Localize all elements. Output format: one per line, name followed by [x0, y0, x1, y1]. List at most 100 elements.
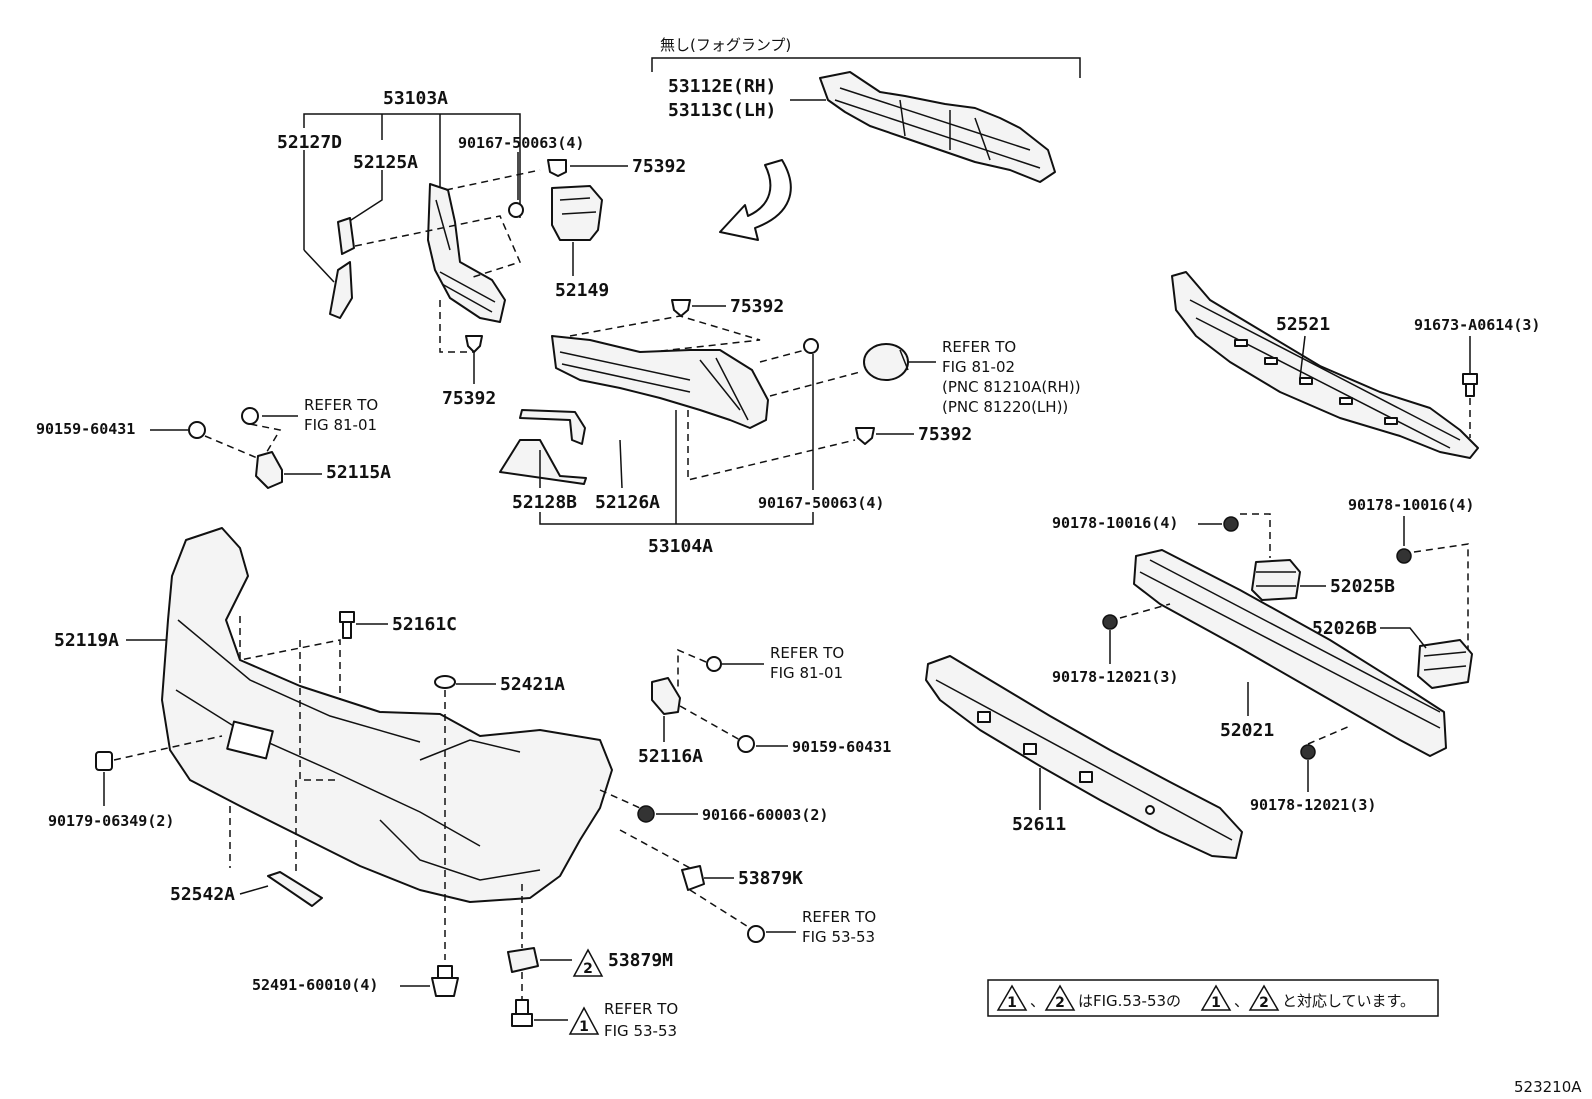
clip-82-right[interactable] [706, 656, 722, 672]
ref-53-53-a-line1[interactable]: REFER TO [802, 908, 876, 926]
screw-90159-right[interactable] [737, 735, 755, 753]
label-52421A: 52421A [500, 674, 565, 695]
reinforcement-52021[interactable] [1133, 549, 1447, 757]
clip-90179[interactable] [95, 751, 113, 771]
fog-lamp-socket[interactable] [863, 343, 909, 381]
bumper-cover-52119A[interactable] [161, 527, 613, 903]
label-53103A: 53103A [383, 88, 448, 109]
bracket-52026B[interactable] [1417, 639, 1473, 689]
retainer-52115A[interactable] [255, 451, 283, 489]
label-52128B: 52128B [512, 492, 577, 513]
ref-53-53-a-line2[interactable]: FIG 53-53 [802, 928, 875, 946]
label-52611: 52611 [1012, 814, 1066, 835]
ref-81-01-a-line1[interactable]: REFER TO [304, 396, 378, 414]
legend-note-box: 1 、 2 はFIG.53-53の 1 、 2 と対応しています。 [987, 979, 1439, 1017]
seal-52126A[interactable] [519, 409, 586, 445]
label-75392-b: 75392 [730, 296, 784, 317]
clip-90167-top[interactable] [508, 202, 524, 218]
ref-81-02-line1[interactable]: REFER TO [942, 338, 1016, 356]
bolt-91673[interactable] [1462, 373, 1478, 397]
clip-90167-mid[interactable] [803, 338, 819, 354]
label-75392-a: 75392 [632, 156, 686, 177]
pad-52421A[interactable] [434, 675, 456, 689]
seal-52127D[interactable] [329, 261, 353, 319]
label-90167-top: 90167-50063(4) [458, 134, 584, 152]
ref-53-53-b-line1[interactable]: REFER TO [604, 1000, 678, 1018]
label-52491: 52491-60010(4) [252, 976, 378, 994]
absorber-52611[interactable] [925, 655, 1243, 859]
seal-52542A[interactable] [267, 871, 323, 907]
label-52021: 52021 [1220, 720, 1274, 741]
grille-cover-53112E[interactable] [819, 71, 1056, 183]
legend-tail-text: と対応しています。 [1282, 992, 1415, 1010]
nut-53879M[interactable] [507, 947, 539, 973]
ref-81-01-b-line1[interactable]: REFER TO [770, 644, 844, 662]
label-52026B: 52026B [1312, 618, 1377, 639]
clip-82-left[interactable] [241, 407, 259, 425]
label-53879K: 53879K [738, 868, 803, 889]
label-75392-d: 75392 [918, 424, 972, 445]
bracket-53103A-part[interactable] [427, 183, 506, 323]
fog-lamp-bracket [651, 57, 1081, 78]
nut-90178-12021-b[interactable] [1300, 744, 1316, 760]
legend-sep-2: 、 [1234, 992, 1249, 1010]
label-53112E: 53112E(RH) [668, 76, 776, 97]
ref-81-02-line3[interactable]: (PNC 81210A(RH)) [942, 378, 1081, 396]
bracket-53104A-line [539, 512, 814, 525]
clip-52161C[interactable] [339, 611, 355, 639]
label-52115A: 52115A [326, 462, 391, 483]
bracket-52149[interactable] [551, 185, 603, 241]
legend-marker-2b: 2 [1259, 995, 1269, 1011]
clip-75392-b[interactable] [671, 299, 691, 317]
clip-53879K[interactable] [681, 865, 705, 891]
label-91673: 91673-A0614(3) [1414, 316, 1540, 334]
label-53104A: 53104A [648, 536, 713, 557]
ref-81-02-line4[interactable]: (PNC 81220(LH)) [942, 398, 1068, 416]
label-75392-c: 75392 [442, 388, 496, 409]
label-52127D: 52127D [277, 132, 342, 153]
legend-marker-1b: 1 [1211, 995, 1221, 1011]
legend-marker-2: 2 [1055, 995, 1065, 1011]
label-90178-12021-b: 90178-12021(3) [1250, 796, 1376, 814]
grille-cover-slats [834, 87, 1041, 169]
screw-53-53-a[interactable] [747, 925, 765, 943]
curved-arrow-icon [719, 159, 792, 241]
svg-text:2: 2 [583, 961, 593, 977]
label-52521: 52521 [1276, 314, 1330, 335]
nut-90178-12021-a[interactable] [1102, 614, 1118, 630]
label-90178-10016-a: 90178-10016(4) [1052, 514, 1178, 532]
fog-lamp-note: 無し(フォグランプ) [660, 36, 791, 54]
absorber-52521[interactable] [1171, 271, 1479, 459]
svg-text:1: 1 [579, 1019, 589, 1035]
label-90159-left: 90159-60431 [36, 420, 135, 438]
marker-1-icon: 1 [568, 1006, 600, 1035]
ref-53-53-b-line2[interactable]: FIG 53-53 [604, 1022, 677, 1040]
clip-90166[interactable] [637, 805, 655, 823]
label-53879M: 53879M [608, 950, 673, 971]
seal-52128B[interactable] [499, 439, 587, 485]
clip-75392-d[interactable] [855, 427, 875, 445]
ref-81-01-a-line2[interactable]: FIG 81-01 [304, 416, 377, 434]
label-90178-12021-a: 90178-12021(3) [1052, 668, 1178, 686]
retainer-52116A[interactable] [651, 677, 681, 715]
marker-2-icon: 2 [572, 948, 604, 977]
ref-81-02-line2[interactable]: FIG 81-02 [942, 358, 1015, 376]
bracket-53104A[interactable] [551, 335, 769, 429]
bracket-52025B[interactable] [1251, 559, 1301, 601]
seal-52125A[interactable] [337, 217, 355, 255]
screw-53-53-b[interactable] [511, 999, 533, 1027]
legend-note-text: はFIG.53-53の [1078, 992, 1181, 1010]
clip-75392-a[interactable] [547, 159, 567, 177]
label-52116A: 52116A [638, 746, 703, 767]
nut-90178-10016-a[interactable] [1223, 516, 1239, 532]
screw-90159-left[interactable] [188, 421, 206, 439]
grille-cover-shape [819, 71, 1056, 183]
bolt-52491[interactable] [431, 965, 459, 997]
nut-90178-10016-b[interactable] [1396, 548, 1412, 564]
label-53113C: 53113C(LH) [668, 100, 776, 121]
clip-75392-c[interactable] [465, 335, 483, 353]
label-90159-right: 90159-60431 [792, 738, 891, 756]
figure-id: 523210A [1514, 1078, 1582, 1096]
ref-81-01-b-line2[interactable]: FIG 81-01 [770, 664, 843, 682]
